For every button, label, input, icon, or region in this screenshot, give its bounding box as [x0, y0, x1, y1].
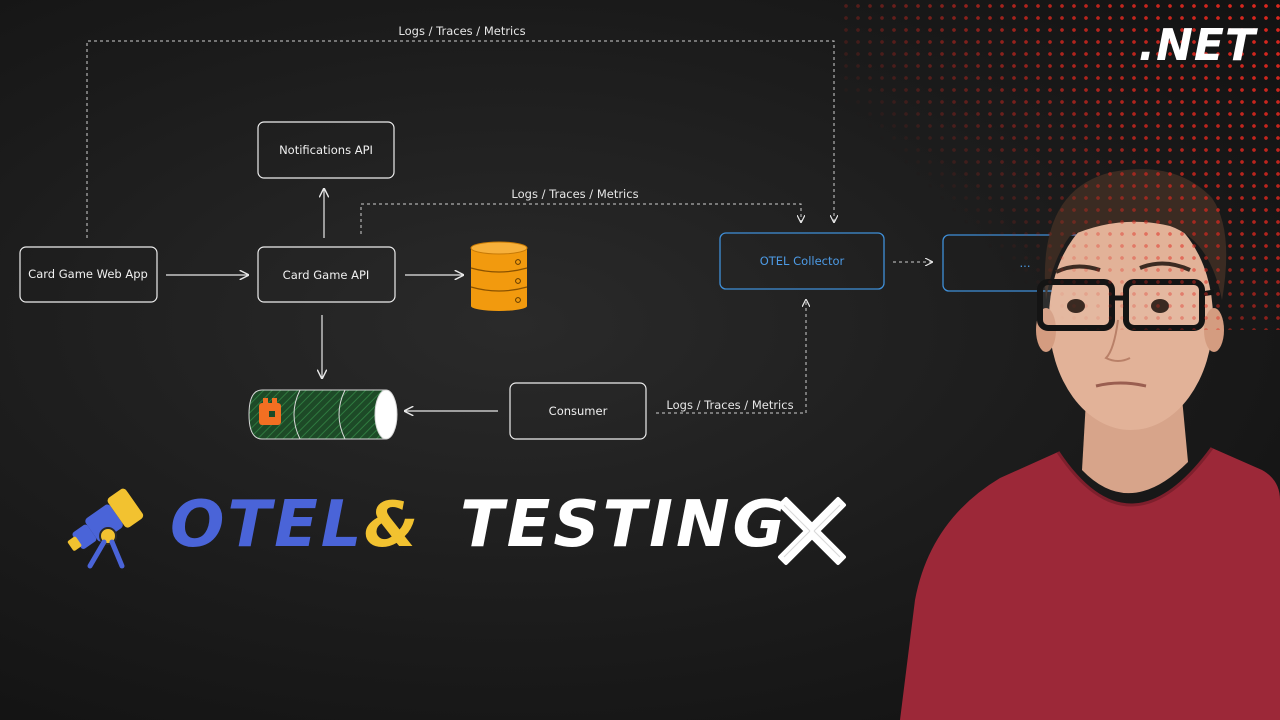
- node-web-app: Card Game Web App: [19, 246, 158, 303]
- node-label-web-app: Card Game Web App: [28, 267, 148, 281]
- edge-label-api: Logs / Traces / Metrics: [511, 187, 638, 201]
- node-consumer: Consumer: [509, 382, 647, 440]
- glasses-icon: [1037, 279, 1215, 331]
- title-otel: OTEL: [170, 488, 365, 562]
- title-testing: TESTING: [460, 488, 789, 562]
- rabbitmq-icon: [259, 398, 281, 425]
- node-card-game-api: Card Game API: [257, 246, 396, 303]
- presenter-shirt: [900, 448, 1280, 720]
- node-label-notifications-api: Notifications API: [279, 143, 373, 157]
- edge-consumer-to-collector: [656, 300, 806, 414]
- database-icon: [470, 241, 528, 311]
- presenter-photo: [900, 169, 1280, 720]
- message-queue-icon: [248, 389, 398, 440]
- edge-webapp-to-collector: [86, 40, 834, 238]
- title-ampersand: &: [364, 488, 422, 561]
- node-notifications-api: Notifications API: [257, 121, 395, 179]
- node-label-otel-collector: OTEL Collector: [760, 254, 845, 268]
- node-label-card-game-api: Card Game API: [283, 268, 370, 282]
- node-label-consumer: Consumer: [549, 404, 608, 418]
- telescope-icon: [67, 488, 144, 569]
- dotnet-logo: .NET: [1138, 20, 1256, 71]
- edge-label-consumer: Logs / Traces / Metrics: [666, 398, 793, 412]
- edge-api-to-collector: [360, 203, 801, 234]
- node-label-export-target: ...: [1020, 256, 1031, 270]
- node-otel-collector: OTEL Collector: [719, 232, 885, 290]
- edge-label-top: Logs / Traces / Metrics: [398, 24, 525, 38]
- x-mark-icon: [778, 497, 846, 565]
